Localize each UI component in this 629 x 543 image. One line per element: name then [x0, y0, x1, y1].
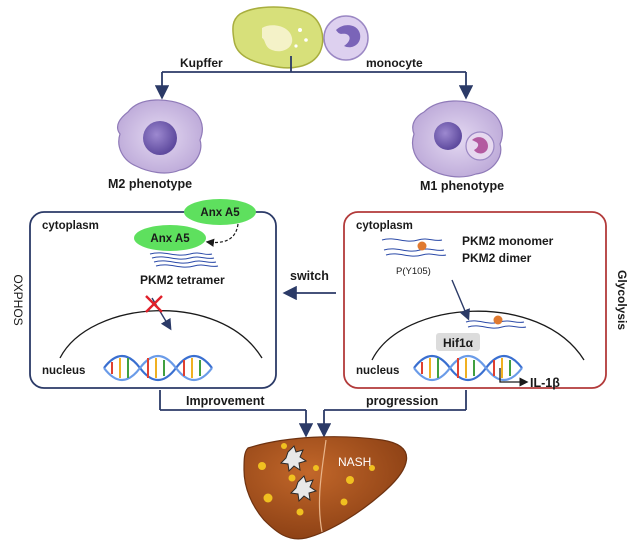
- m2-macrophage-icon: [116, 99, 203, 174]
- block-x-icon: [145, 295, 163, 313]
- pkm2-monomer-label: PKM2 monomer: [462, 234, 554, 248]
- nash-liver-icon: [243, 436, 408, 540]
- split-arrow: [154, 56, 474, 100]
- glycolysis-label: Glycolysis: [615, 270, 629, 330]
- hif1a-box: [436, 333, 480, 351]
- pkm2-dimer-label: PKM2 dimer: [462, 251, 532, 265]
- nuclear-phospho-dot: [493, 315, 503, 325]
- anx-dashed-arrow: [205, 223, 239, 247]
- m2-phenotype-label: M2 phenotype: [108, 177, 192, 191]
- progression-label: progression: [366, 394, 438, 408]
- pkm2-tetramer-label: PKM2 tetramer: [140, 273, 225, 287]
- il1b-label: IL-1β: [530, 376, 560, 390]
- switch-label: switch: [290, 269, 329, 283]
- left-cytoplasm-label: cytoplasm: [42, 220, 99, 232]
- monocyte-cell-icon: [323, 15, 369, 61]
- monocyte-label: monocyte: [366, 56, 423, 70]
- anx-a5-bottom-bubble: [134, 225, 206, 251]
- improvement-label: Improvement: [186, 394, 265, 408]
- right-nuclear-membrane: [371, 310, 585, 361]
- phospho-label: P(Y105): [396, 266, 431, 277]
- anx-a5-bottom-label: Anx A5: [150, 233, 190, 245]
- oxphos-label: OXPHOS: [11, 274, 25, 325]
- m1-phenotype-label: M1 phenotype: [420, 179, 504, 193]
- anx-a5-top-label: Anx A5: [200, 207, 240, 219]
- anx-a5-top-bubble: [184, 199, 256, 225]
- right-nucleus-label: nucleus: [356, 365, 399, 377]
- phospho-dot: [417, 241, 427, 251]
- left-dna-icon: [103, 354, 213, 382]
- merge-lines: [159, 390, 467, 438]
- kupffer-label: Kupffer: [180, 56, 223, 70]
- left-nucleus-label: nucleus: [42, 365, 85, 377]
- right-cytoplasm-label: cytoplasm: [356, 220, 413, 232]
- left-nuclear-membrane: [59, 310, 263, 359]
- nash-label: NASH: [338, 455, 371, 469]
- kupffer-cell-icon: [232, 6, 324, 69]
- translocation-arrow: [451, 279, 470, 321]
- m1-macrophage-icon: [411, 100, 503, 178]
- hif1a-label: Hif1α: [443, 336, 474, 350]
- right-dna-icon: [413, 354, 523, 382]
- liver-inflammatory-cell-icon: [279, 445, 318, 503]
- pkm2-tetramer-strands: [149, 252, 219, 268]
- il1b-arrow: [499, 368, 529, 387]
